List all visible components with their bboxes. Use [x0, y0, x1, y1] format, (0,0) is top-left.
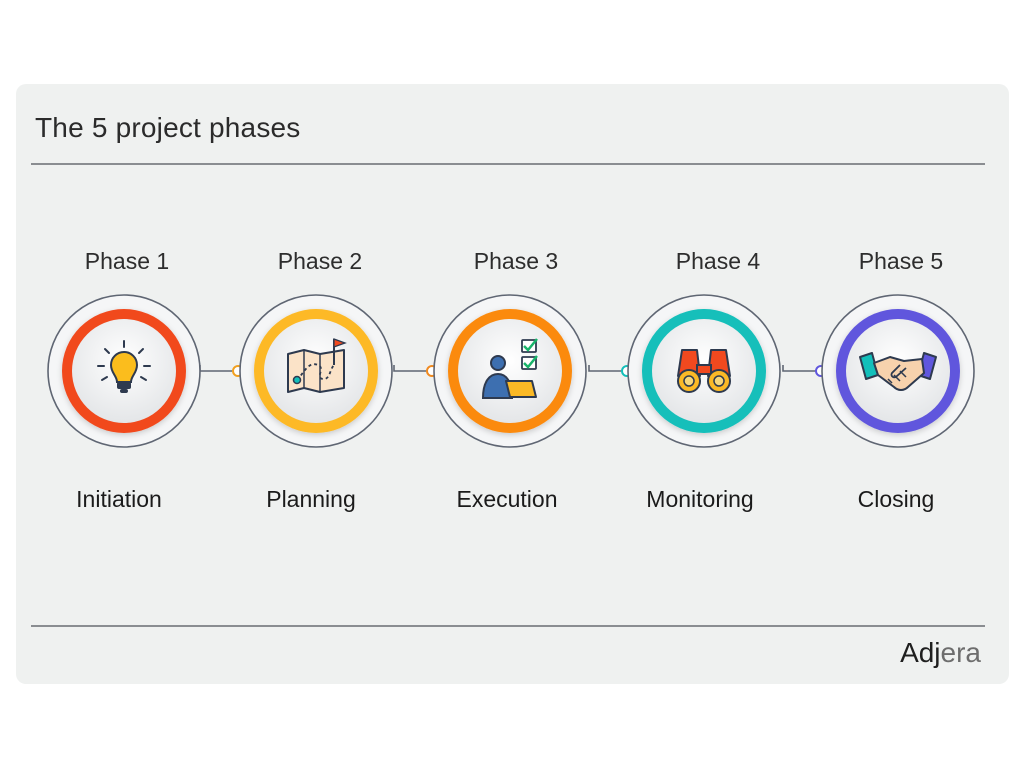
- page-title: The 5 project phases: [35, 112, 301, 143]
- brand-dim: era: [940, 637, 981, 668]
- map-flag-icon: [287, 338, 347, 393]
- person-laptop-checklist-icon: [481, 338, 538, 399]
- phase-5-label: Phase 5: [858, 248, 944, 274]
- phase-1-label: Phase 1: [84, 248, 170, 274]
- phase-1-name: Initiation: [76, 486, 162, 512]
- phase-3-node: [433, 294, 587, 448]
- phase-3-label: Phase 3: [473, 248, 559, 274]
- phase-4-node: [627, 294, 781, 448]
- phase-4-name: Monitoring: [646, 486, 754, 512]
- phase-3-name: Execution: [456, 486, 558, 512]
- lightbulb-icon: [97, 340, 151, 393]
- connector-4-5: [782, 365, 827, 377]
- phase-2-node: [239, 294, 393, 448]
- brand-logo: Adjera: [900, 637, 981, 669]
- phase-2-name: Planning: [266, 486, 356, 512]
- phase-4-label: Phase 4: [675, 248, 761, 274]
- phase-1-node: [47, 294, 201, 448]
- connector-3-4: [588, 365, 633, 377]
- phase-5-node: [821, 294, 975, 448]
- connector-1-2: [199, 365, 244, 377]
- connector-2-3: [393, 365, 438, 377]
- handshake-icon: [859, 352, 937, 391]
- phase-5-name: Closing: [857, 486, 935, 512]
- phase-2-label: Phase 2: [277, 248, 363, 274]
- bottom-divider: [31, 625, 985, 627]
- top-divider: [31, 163, 985, 165]
- brand-main: Adj: [900, 637, 941, 668]
- binoculars-icon: [677, 349, 731, 393]
